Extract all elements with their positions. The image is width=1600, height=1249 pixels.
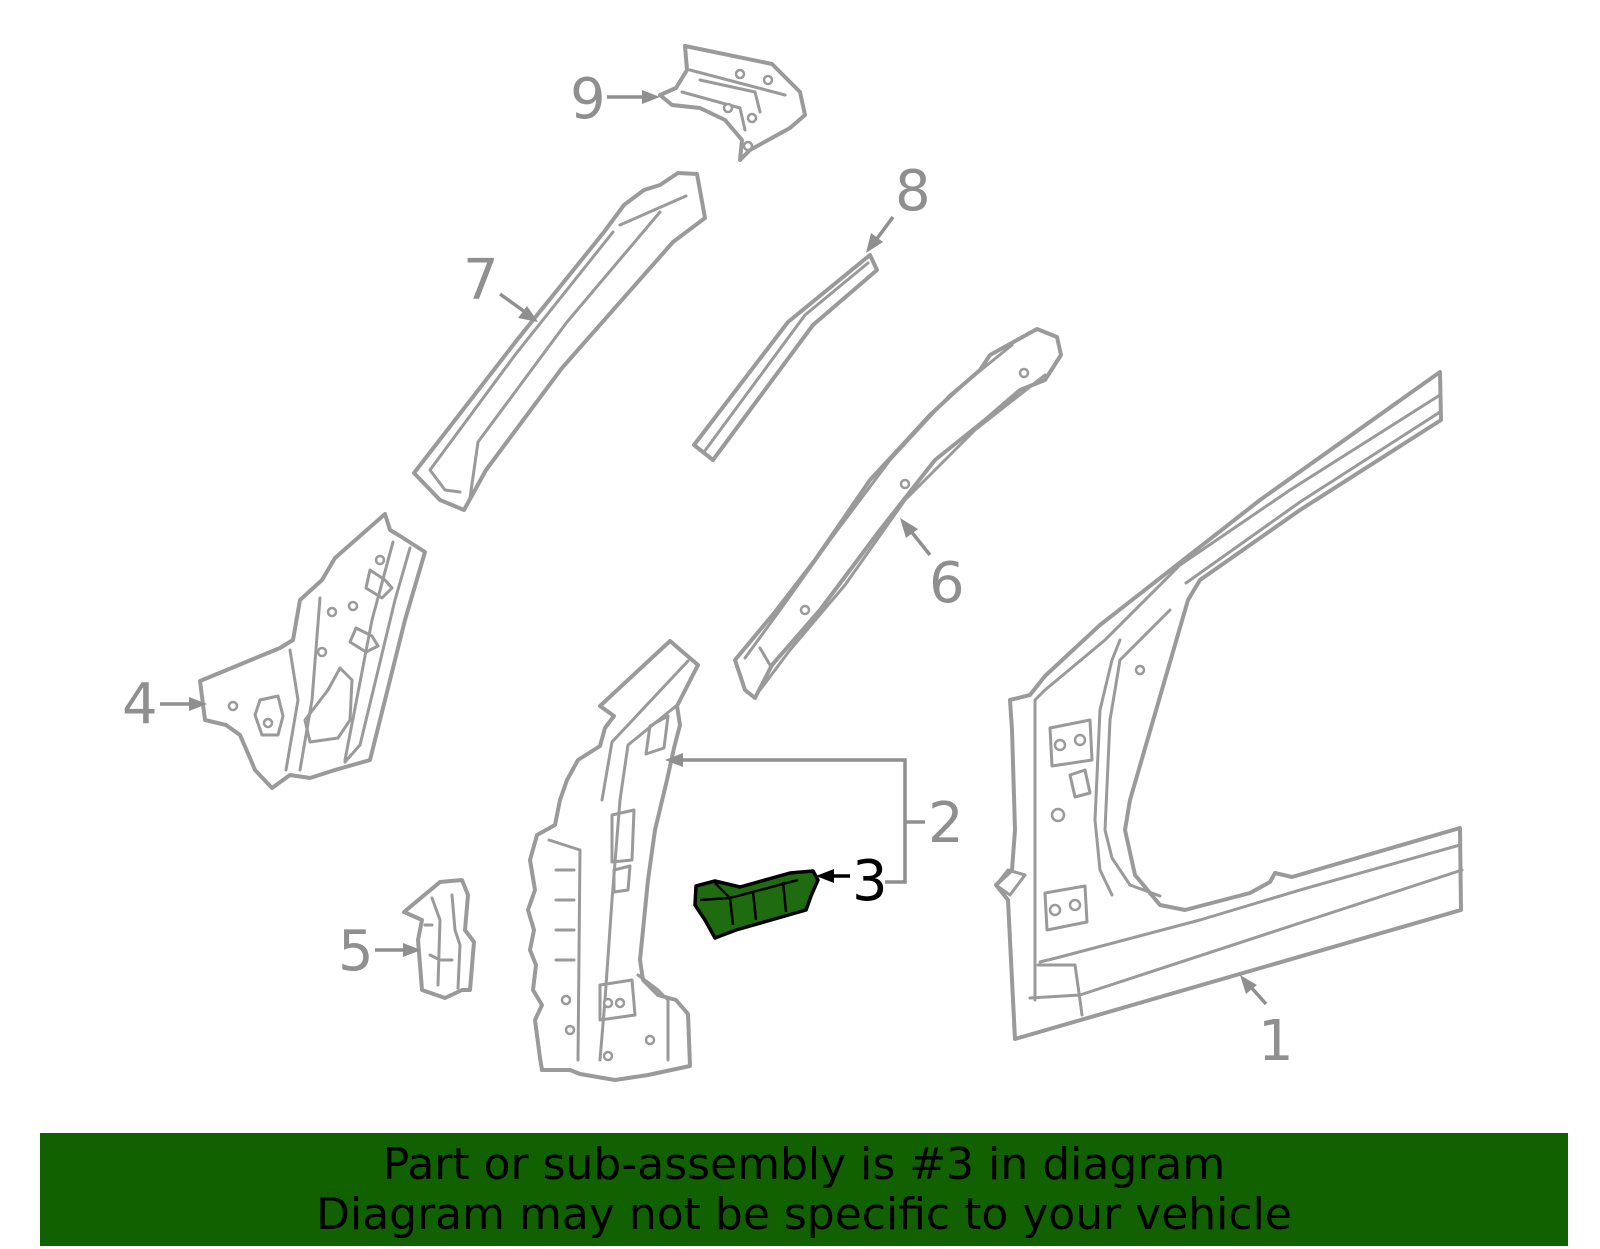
part-5[interactable] xyxy=(402,878,476,1000)
part-4[interactable] xyxy=(198,512,427,790)
leader-lines xyxy=(160,90,1268,1006)
part-7[interactable] xyxy=(412,171,707,512)
callout-labels: 9 8 7 6 4 5 2 3 1 xyxy=(122,67,1294,1074)
banner-line-part-number: Part or sub-assembly is #3 in diagram xyxy=(382,1138,1226,1190)
part-2[interactable] xyxy=(526,639,700,1082)
banner-line-disclaimer: Diagram may not be specific to your vehi… xyxy=(316,1188,1292,1240)
callout-8: 8 xyxy=(895,159,931,224)
part-3-highlighted[interactable] xyxy=(693,869,820,940)
callout-1: 1 xyxy=(1258,1009,1294,1074)
callout-5: 5 xyxy=(338,919,374,984)
parts-diagram: 9 8 7 6 4 5 2 3 1 xyxy=(122,44,1464,1082)
part-6[interactable] xyxy=(733,327,1063,700)
callout-4: 4 xyxy=(122,672,158,737)
part-8[interactable] xyxy=(692,253,879,462)
info-banner: Part or sub-assembly is #3 in diagram Di… xyxy=(40,1133,1568,1246)
callout-7: 7 xyxy=(463,248,499,313)
callout-3: 3 xyxy=(852,849,888,914)
part-9[interactable] xyxy=(658,44,807,162)
callout-2: 2 xyxy=(928,791,964,856)
callout-9: 9 xyxy=(570,67,606,132)
part-1[interactable] xyxy=(994,370,1464,1041)
callout-6: 6 xyxy=(929,551,965,616)
